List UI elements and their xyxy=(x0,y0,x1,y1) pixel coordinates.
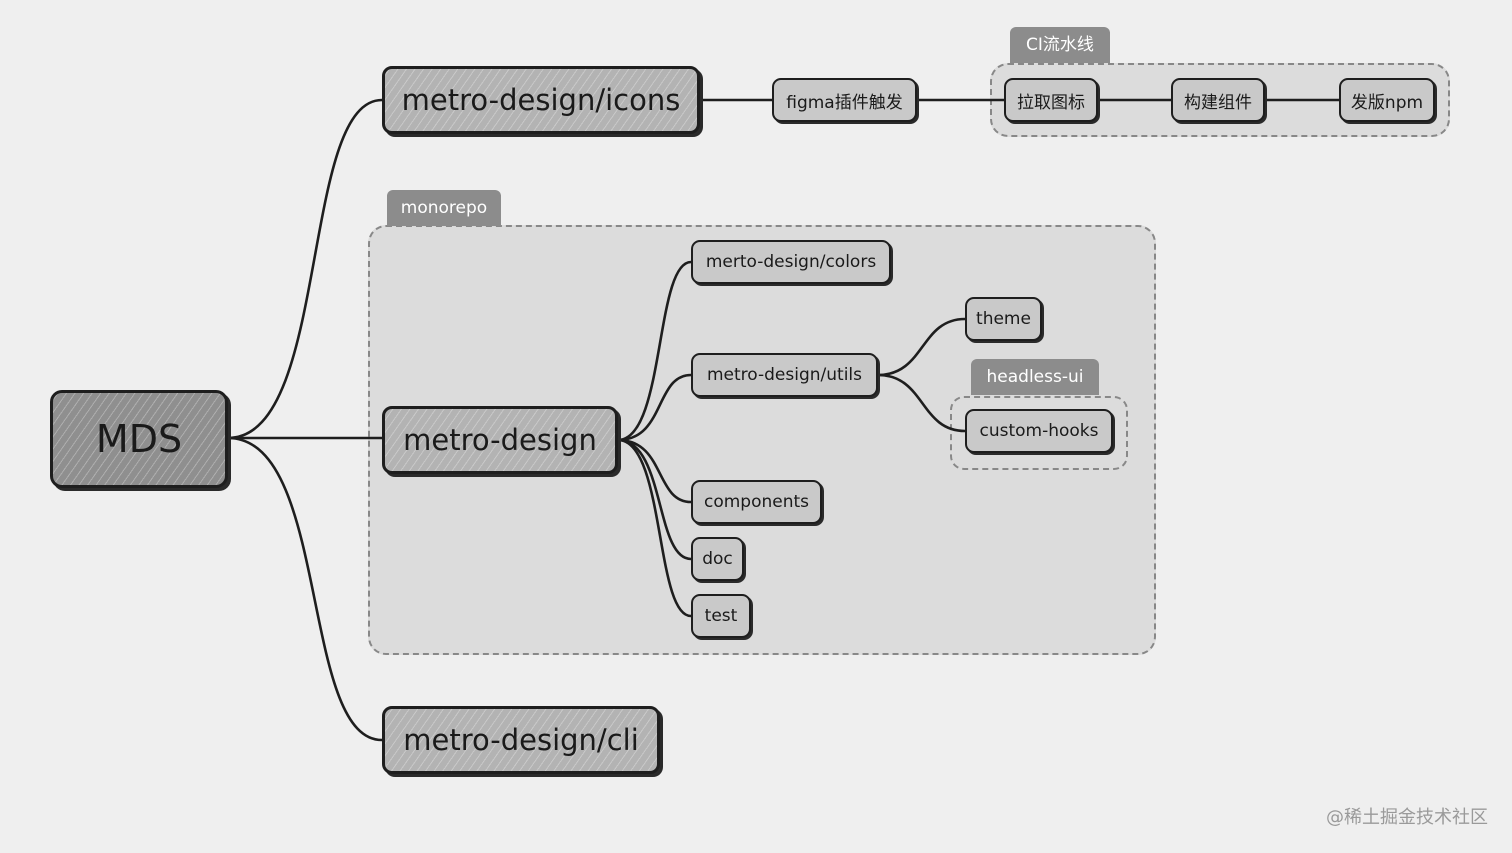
headless-ui-tag: headless-ui xyxy=(971,359,1099,395)
node-publish-npm[interactable]: 发版npm xyxy=(1339,78,1435,122)
node-doc[interactable]: doc xyxy=(691,537,744,581)
node-theme[interactable]: theme xyxy=(965,297,1042,341)
node-colors[interactable]: merto-design/colors xyxy=(691,240,891,284)
node-metro-design-icons[interactable]: metro-design/icons xyxy=(382,66,700,134)
node-components[interactable]: components xyxy=(691,480,822,524)
node-custom-hooks[interactable]: custom-hooks xyxy=(965,409,1113,453)
edge-main-colors xyxy=(616,260,693,442)
edge-utils-theme xyxy=(876,317,967,377)
watermark: @稀土掘金技术社区 xyxy=(1326,807,1488,828)
monorepo-tag: monorepo xyxy=(387,190,501,226)
node-metro-design-cli[interactable]: metro-design/cli xyxy=(382,706,660,774)
node-figma-trigger[interactable]: figma插件触发 xyxy=(772,78,917,122)
node-metro-design[interactable]: metro-design xyxy=(382,406,618,474)
edge-main-doc xyxy=(616,438,693,561)
edge-mds-cli xyxy=(226,436,384,742)
node-fetch-icons[interactable]: 拉取图标 xyxy=(1004,78,1098,122)
ci-pipeline-tag: CI流水线 xyxy=(1010,27,1110,63)
root-node-mds[interactable]: MDS xyxy=(50,390,228,488)
edge-utils-hooks xyxy=(876,373,967,433)
edge-main-test xyxy=(616,438,693,618)
node-utils[interactable]: metro-design/utils xyxy=(691,353,878,397)
edge-main-components xyxy=(616,438,693,504)
edge-mds-icons xyxy=(226,98,384,440)
node-test[interactable]: test xyxy=(691,594,751,638)
edge-main-utils xyxy=(616,373,693,442)
node-build-components[interactable]: 构建组件 xyxy=(1171,78,1265,122)
